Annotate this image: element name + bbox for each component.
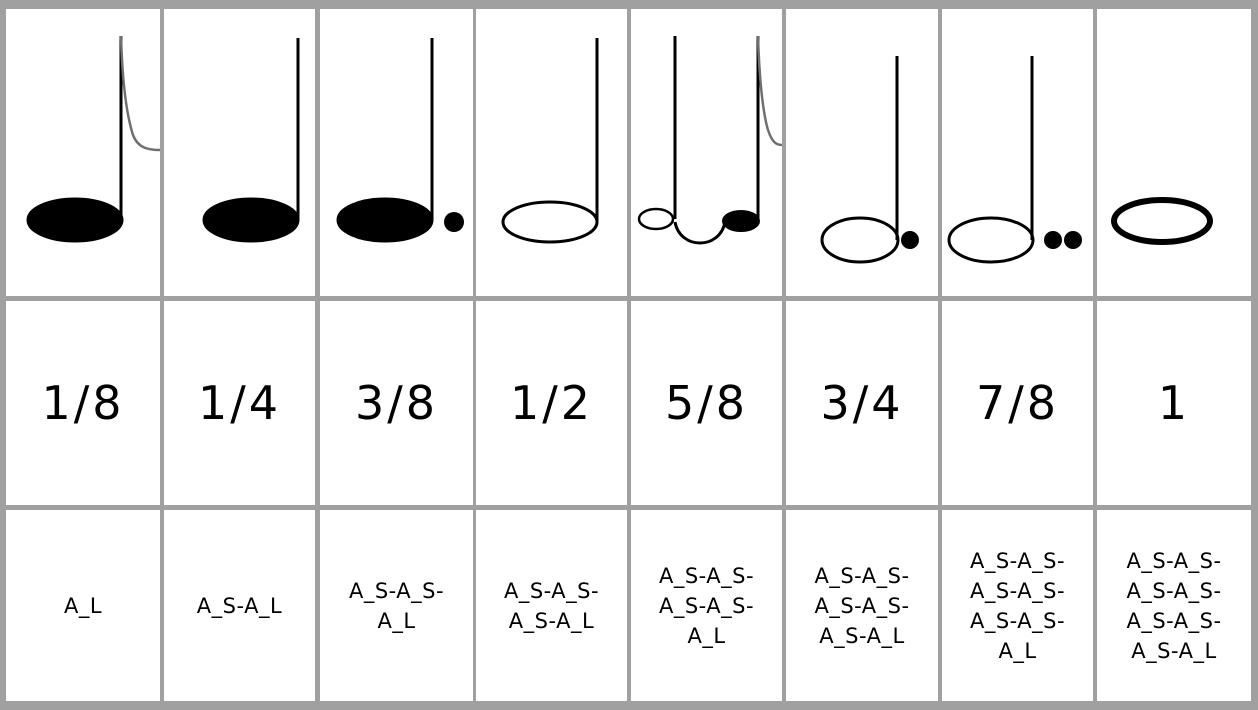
pattern-line: A_L xyxy=(63,593,103,618)
pattern-line: A_S-A_L xyxy=(819,623,905,648)
fraction-cell-5: 5/8 xyxy=(631,301,782,505)
pattern-line: A_S-A_S- xyxy=(969,608,1066,633)
note-cell-2 xyxy=(164,9,315,296)
pattern-cell-7: A_S-A_S- A_S-A_S- A_S-A_S- A_L xyxy=(942,510,1093,701)
double-dotted-half-note-icon xyxy=(947,56,1082,264)
dotted-quarter-note-icon xyxy=(336,38,464,243)
pattern-line: A_L xyxy=(998,638,1037,663)
note-cell-4 xyxy=(476,9,627,296)
pattern-line: A_L xyxy=(377,608,416,633)
eighth-note-icon xyxy=(26,35,161,243)
pattern-line: A_S-A_S- xyxy=(1126,578,1222,603)
pattern-cell-5: A_S-A_S- A_S-A_S- A_L xyxy=(631,510,782,701)
pattern-line: A_S-A_L xyxy=(508,608,595,633)
fraction-cell-1: 1/8 xyxy=(6,301,160,505)
fraction-cell-4: 1/2 xyxy=(476,301,627,505)
pattern-cell-4: A_S-A_S- A_S-A_L xyxy=(476,510,627,701)
fraction-cell-7: 7/8 xyxy=(942,301,1093,505)
pattern-line: A_S-A_L xyxy=(196,593,283,618)
pattern-line: A_S-A_S- xyxy=(814,593,910,618)
note-cell-8 xyxy=(1097,9,1251,296)
whole-note-icon xyxy=(1111,197,1213,245)
fraction-cell-2: 1/4 xyxy=(164,301,315,505)
pattern-line: A_L xyxy=(687,623,726,648)
pattern-line: A_S-A_L xyxy=(1131,638,1217,663)
pattern-line: A_S-A_S- xyxy=(1126,608,1222,633)
pattern-cell-1: A_L xyxy=(6,510,160,701)
pattern-line: A_S-A_S- xyxy=(1126,548,1222,573)
pattern-cell-2: A_S-A_L xyxy=(164,510,315,701)
half-note-icon xyxy=(501,38,599,244)
pattern-line: A_S-A_S- xyxy=(814,563,910,588)
fraction-cell-6: 3/4 xyxy=(786,301,938,505)
fraction-cell-8: 1 xyxy=(1097,301,1251,505)
pattern-line: A_S-A_S- xyxy=(969,548,1066,573)
pattern-cell-3: A_S-A_S- A_L xyxy=(320,510,473,701)
pattern-line: A_S-A_S- xyxy=(658,593,755,618)
note-cell-3 xyxy=(320,9,473,296)
fraction-cell-3: 3/8 xyxy=(320,301,473,505)
pattern-line: A_S-A_S- xyxy=(969,578,1066,603)
tied-half-eighth-note-icon xyxy=(637,35,783,245)
pattern-line: A_S-A_S- xyxy=(348,578,445,603)
pattern-line: A_S-A_S- xyxy=(503,578,600,603)
pattern-cell-6: A_S-A_S- A_S-A_S- A_S-A_L xyxy=(786,510,938,701)
note-cell-1 xyxy=(6,9,160,296)
quarter-note-icon xyxy=(202,38,300,243)
pattern-line: A_S-A_S- xyxy=(658,563,755,588)
pattern-cell-8: A_S-A_S- A_S-A_S- A_S-A_S- A_S-A_L xyxy=(1097,510,1251,701)
dotted-half-note-icon xyxy=(820,56,919,264)
